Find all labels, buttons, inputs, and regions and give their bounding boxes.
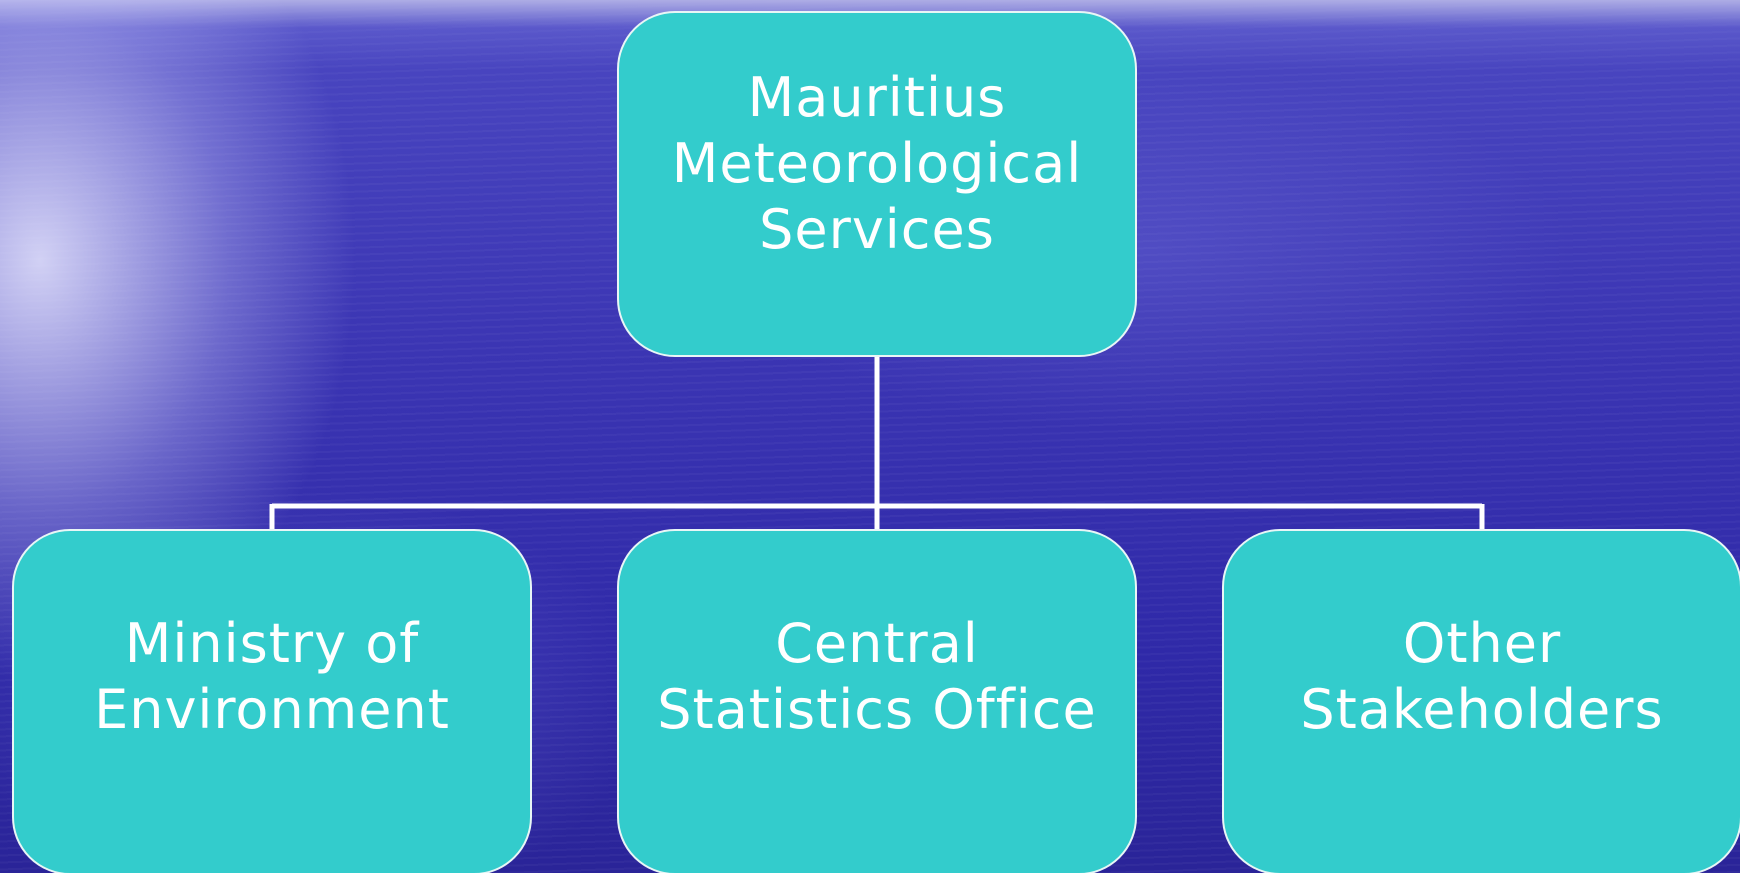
node-child-2-label: Central Statistics Office: [657, 612, 1097, 741]
node-other-stakeholders: Other Stakeholders: [1222, 529, 1740, 873]
node-mauritius-meteorological-services: Mauritius Meteorological Services: [617, 11, 1137, 357]
node-ministry-of-environment: Ministry of Environment: [12, 529, 532, 873]
node-root-label: Mauritius Meteorological Services: [671, 66, 1083, 261]
node-central-statistics-office: Central Statistics Office: [617, 529, 1137, 873]
node-child-1-label: Ministry of Environment: [94, 612, 450, 741]
node-child-3-label: Other Stakeholders: [1300, 612, 1664, 741]
